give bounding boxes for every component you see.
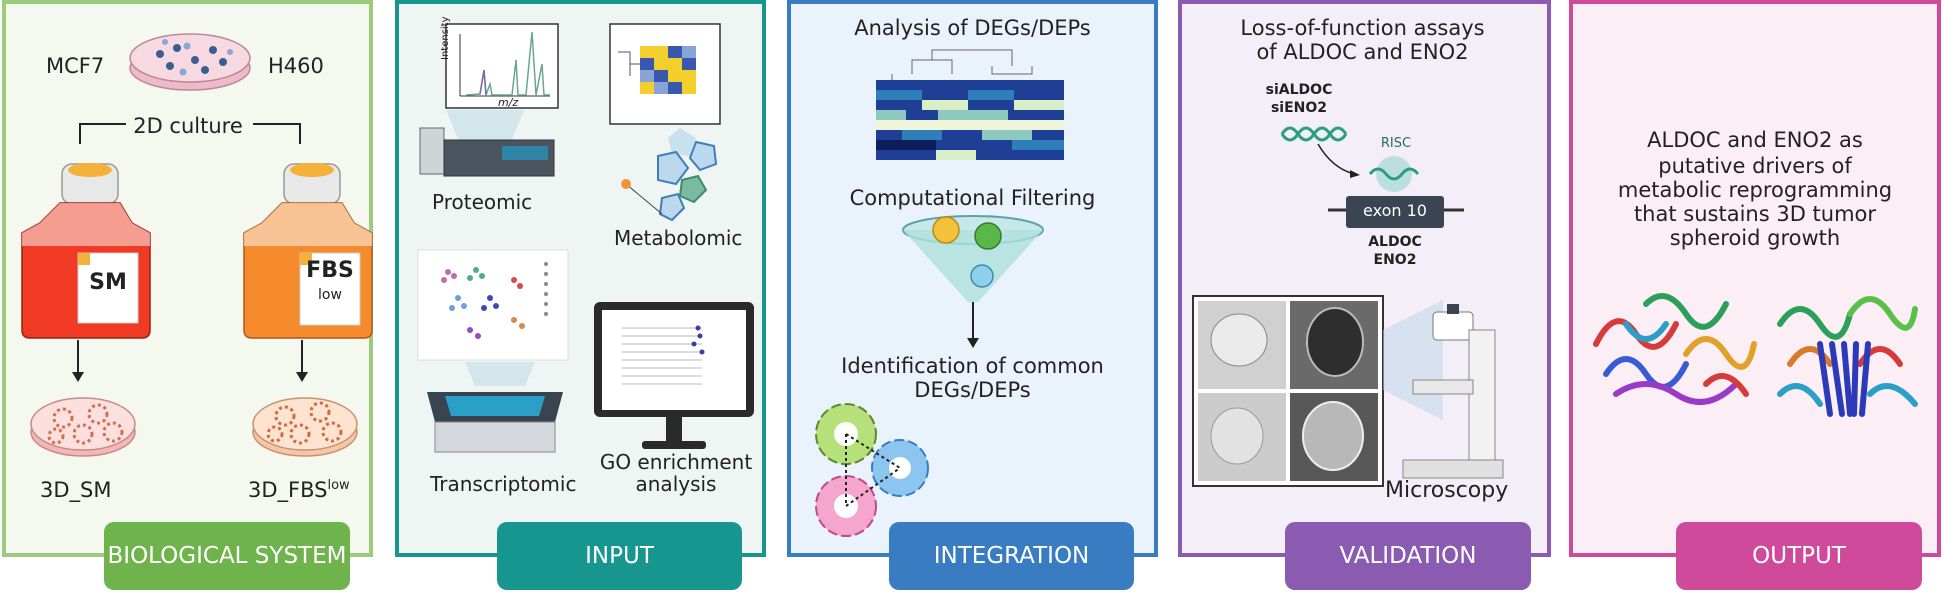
- integration-filter: Computational Filtering: [849, 186, 1096, 210]
- spheroid-dish-sm-icon: [30, 397, 136, 457]
- aldoc-protein-structure-icon: [1593, 293, 1757, 405]
- output-line4: that sustains 3D tumor: [1633, 202, 1877, 226]
- output-line5: spheroid growth: [1669, 226, 1841, 250]
- arrows-to-3d: [72, 340, 308, 382]
- culture-label: 2D culture: [133, 114, 243, 138]
- flask-fbs-icon: [243, 163, 373, 339]
- flask-fbs-sub: low: [318, 287, 342, 303]
- flask-sm-icon: [21, 163, 151, 339]
- cell-line-h460: H460: [268, 54, 324, 78]
- validation-gene2: ENO2: [1373, 252, 1417, 268]
- output-3d-fbs-text: 3D_FBS: [248, 478, 328, 502]
- tsne-plot: [417, 249, 569, 361]
- validation-exon: exon 10: [1363, 201, 1427, 220]
- label-transcriptomic: Transcriptomic: [430, 472, 577, 496]
- output-3d-sm: 3D_SM: [40, 478, 112, 502]
- metabolite-network-icon: [621, 128, 718, 222]
- output-line1: ALDOC and ENO2 as: [1647, 128, 1863, 152]
- validation-risc: RISC: [1380, 136, 1412, 151]
- label-go-line1: GO enrichment: [599, 450, 753, 474]
- label-go-line2: analysis: [635, 472, 717, 496]
- mass-spectrum-plot: [445, 23, 559, 109]
- axis-mz: m/z: [498, 96, 519, 109]
- microscopy-images: [1192, 295, 1384, 487]
- flask-fbs-label: FBS: [306, 258, 354, 283]
- validation-si1: siALDOC: [1265, 82, 1333, 98]
- validation-gene1: ALDOC: [1368, 234, 1422, 250]
- validation-title-line2: of ALDOC and ENO2: [1256, 40, 1469, 64]
- microscope-icon: [1383, 300, 1504, 479]
- go-monitor-icon: [594, 302, 754, 449]
- tag-integration: INTEGRATION: [889, 522, 1134, 590]
- label-metabolomic: Metabolomic: [614, 226, 743, 250]
- axis-intensity: Intensity: [440, 16, 451, 60]
- label-microscopy: Microscopy: [1385, 478, 1509, 503]
- tag-biological-system: BIOLOGICAL SYSTEM: [104, 522, 350, 590]
- tag-validation: VALIDATION: [1285, 522, 1531, 590]
- validation-title-line1: Loss-of-function assays: [1240, 16, 1485, 40]
- gears-icon: [815, 403, 929, 537]
- culture-bracket: [79, 123, 301, 144]
- deg-heatmap-icon: [876, 49, 1064, 160]
- output-3d-fbs: 3D_FBSlow: [248, 478, 350, 502]
- exon-box: [1346, 196, 1444, 228]
- culture-dish-icon: [129, 33, 251, 91]
- filter-funnel-icon: [902, 215, 1044, 348]
- proteomic-instrument-icon: [419, 110, 555, 177]
- sequencer-icon: [427, 362, 563, 453]
- label-proteomic: Proteomic: [432, 190, 533, 214]
- tag-output: OUTPUT: [1676, 522, 1922, 590]
- spheroid-dish-fbs-icon: [252, 397, 358, 457]
- tag-input: INPUT: [497, 522, 742, 590]
- integration-ident-line2: DEGs/DEPs: [914, 378, 1031, 402]
- metabolomic-heatmap-icon: [609, 23, 721, 125]
- integration-ident-line1: Identification of common: [841, 354, 1104, 378]
- output-line3: metabolic reprogramming: [1617, 178, 1893, 202]
- eno2-protein-structure-icon: [1777, 296, 1918, 417]
- validation-si2: siENO2: [1270, 100, 1328, 116]
- output-panel: [1569, 0, 1941, 557]
- flask-sm-label: SM: [89, 270, 127, 295]
- integration-title: Analysis of DEGs/DEPs: [854, 16, 1091, 40]
- cell-line-mcf7: MCF7: [46, 54, 105, 78]
- output-line2: putative drivers of: [1658, 154, 1852, 178]
- output-3d-fbs-sup: low: [327, 478, 350, 493]
